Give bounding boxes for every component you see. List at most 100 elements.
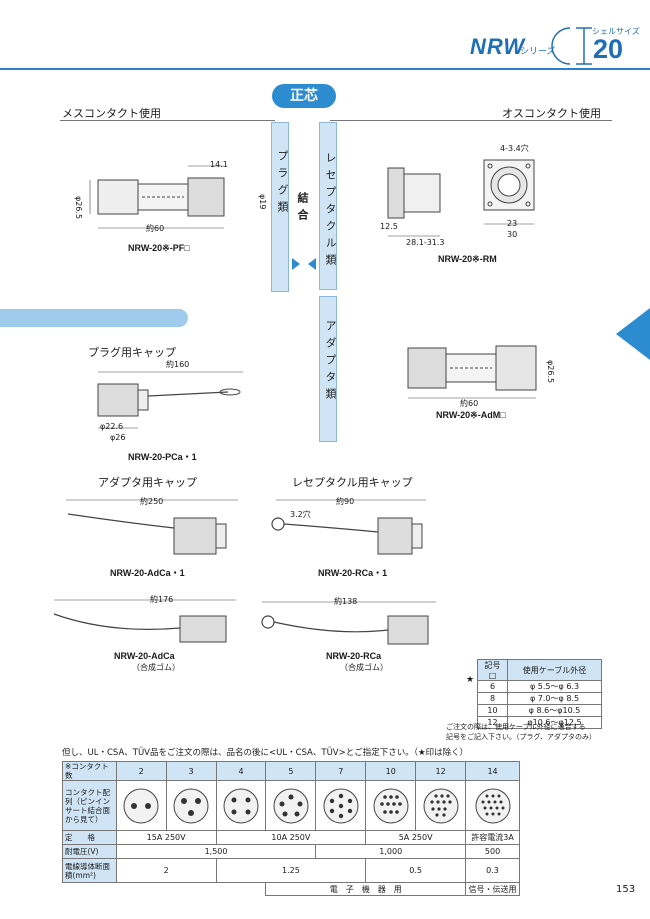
adapter-column-label: アダプタ類 (324, 320, 337, 405)
drawing-rca (256, 596, 446, 656)
contact-count: 7 (315, 761, 367, 781)
rca-material: （合成ゴム） (340, 663, 388, 672)
rating-value: 10A 250V (215, 830, 367, 845)
cable-range: φ 7.0〜φ 8.5 (507, 692, 602, 705)
rating-value: 5A 250V (365, 830, 467, 845)
contact-count: 4 (215, 761, 267, 781)
rule-left (60, 120, 275, 121)
arrow-left-icon (308, 258, 316, 270)
contact-layout-14-icon (475, 788, 511, 823)
contact-count: 12 (415, 761, 467, 781)
voltage-value: 1,000 (315, 844, 467, 859)
rm-holes: 4-3.4穴 (500, 144, 529, 153)
contact-count: 2 (115, 761, 167, 781)
part-adca1: NRW-20-AdCa・1 (110, 568, 185, 578)
area-value: 1.25 (215, 858, 367, 883)
rating-value: 許容電流3A (465, 830, 520, 845)
contact-count: 3 (165, 761, 217, 781)
part-adca: NRW-20-AdCa (114, 651, 175, 661)
cable-code: 8 (477, 692, 508, 705)
mate-label: 結合 (296, 192, 309, 226)
series-name: NRW (470, 34, 526, 59)
cable-code: 6 (477, 680, 508, 693)
heading-male-contact: オスコンタクト使用 (502, 107, 601, 120)
ul-csa-note: 但し、UL・CSA、TÜV品をご注文の際は、品名の後に<UL・CSA、TÜV>と… (62, 748, 469, 758)
pf-total-length: 約60 (146, 224, 165, 233)
plug-column-label: プラグ類 (276, 150, 289, 218)
voltage-value: 500 (465, 844, 520, 859)
drawing-adm (398, 338, 558, 404)
pca-diameter: φ22.6 (100, 422, 124, 431)
rm-square: 23 (507, 219, 518, 228)
adca-length: 約176 (150, 595, 174, 604)
use-electronic: 電 子 機 器 用 (265, 882, 467, 896)
pca-length: 約160 (166, 360, 190, 369)
rm-total: 28.1-31.3 (406, 238, 445, 247)
part-adm: NRW-20※-AdM□ (436, 410, 506, 420)
cable-range: φ10.6〜φ12.5 (507, 716, 602, 729)
arrow-right-icon (292, 258, 300, 270)
layout-10 (365, 780, 417, 831)
cable-note-1: ご注文の際は、使用ケーブル外径に適合する (446, 723, 586, 731)
label-voltage: 耐電圧(V) (62, 844, 117, 859)
part-rca: NRW-20-RCa (326, 651, 382, 661)
heading-plug-cap: プラグ用キャップ (88, 346, 176, 359)
shell-size-bracket-icon (551, 27, 592, 65)
label-contacts: ※コンタクト数 (62, 761, 117, 781)
cable-range: φ 8.6〜φ10.5 (507, 704, 602, 717)
drawing-pca (78, 364, 258, 440)
rm-square-2: 30 (507, 230, 518, 239)
rating-value: 15A 250V (115, 830, 217, 845)
rca1-length: 約90 (336, 497, 355, 506)
heading-receptacle-cap: レセプタクル用キャップ (292, 476, 413, 489)
cable-header-range: 使用ケーブル外径 (507, 659, 602, 681)
pf-diameter: φ26.5 (74, 196, 83, 220)
part-pf: NRW-20※-PF□ (128, 243, 190, 253)
shell-size-label: シェルサイズ (592, 27, 640, 36)
part-pca: NRW-20-PCa・1 (128, 452, 197, 462)
adca-material: （合成ゴム） (132, 663, 180, 672)
contact-layout-5-icon (273, 788, 309, 823)
adca1-length: 約250 (140, 497, 164, 506)
pf-diameter-2: φ19 (258, 194, 267, 210)
label-layout: コンタクト配列（ピンインサート結合面から見て） (62, 780, 117, 831)
side-index-tab (616, 308, 650, 360)
pca-diameter-2: φ26 (110, 433, 126, 442)
badge-seisin: 正芯 (272, 84, 336, 108)
layout-7 (315, 780, 367, 831)
cable-code: 12 (477, 716, 508, 729)
adm-diameter: φ26.5 (546, 360, 555, 384)
adm-total: 約60 (460, 399, 479, 408)
section-divider-bar (0, 309, 188, 327)
drawing-adca1 (62, 494, 242, 568)
contact-count: 10 (365, 761, 417, 781)
cable-range: φ 5.5〜φ 6.3 (507, 680, 602, 693)
contact-layout-12-icon (423, 788, 459, 823)
contact-layout-3-icon (173, 788, 209, 823)
layout-4 (215, 780, 267, 831)
rule-right (330, 120, 612, 121)
heading-female-contact: メスコンタクト使用 (62, 107, 161, 120)
drawing-rca1 (266, 494, 446, 568)
spec-table: ※コンタクト数 2 3 4 5 7 10 12 14 コンタクト配列（ピンインサ… (62, 761, 520, 896)
page-number: 153 (616, 884, 636, 895)
shell-size-number: 20 (593, 34, 624, 64)
rca-length: 約138 (334, 597, 358, 606)
rca1-hole: 3.2穴 (290, 510, 311, 519)
drawing-pf (82, 158, 252, 238)
series-suffix: シリーズ (520, 47, 556, 57)
contact-count: 5 (265, 761, 317, 781)
contact-layout-7-icon (323, 788, 359, 823)
cable-header-code: 記号□ (477, 659, 508, 681)
drawing-adca (50, 594, 240, 654)
receptacle-column (319, 122, 337, 290)
plug-column (271, 122, 289, 292)
area-value: 2 (115, 858, 217, 883)
contact-layout-10-icon (373, 788, 409, 823)
layout-2 (115, 780, 167, 831)
part-rca1: NRW-20-RCa・1 (318, 568, 388, 578)
heading-adapter-cap: アダプタ用キャップ (98, 476, 197, 489)
